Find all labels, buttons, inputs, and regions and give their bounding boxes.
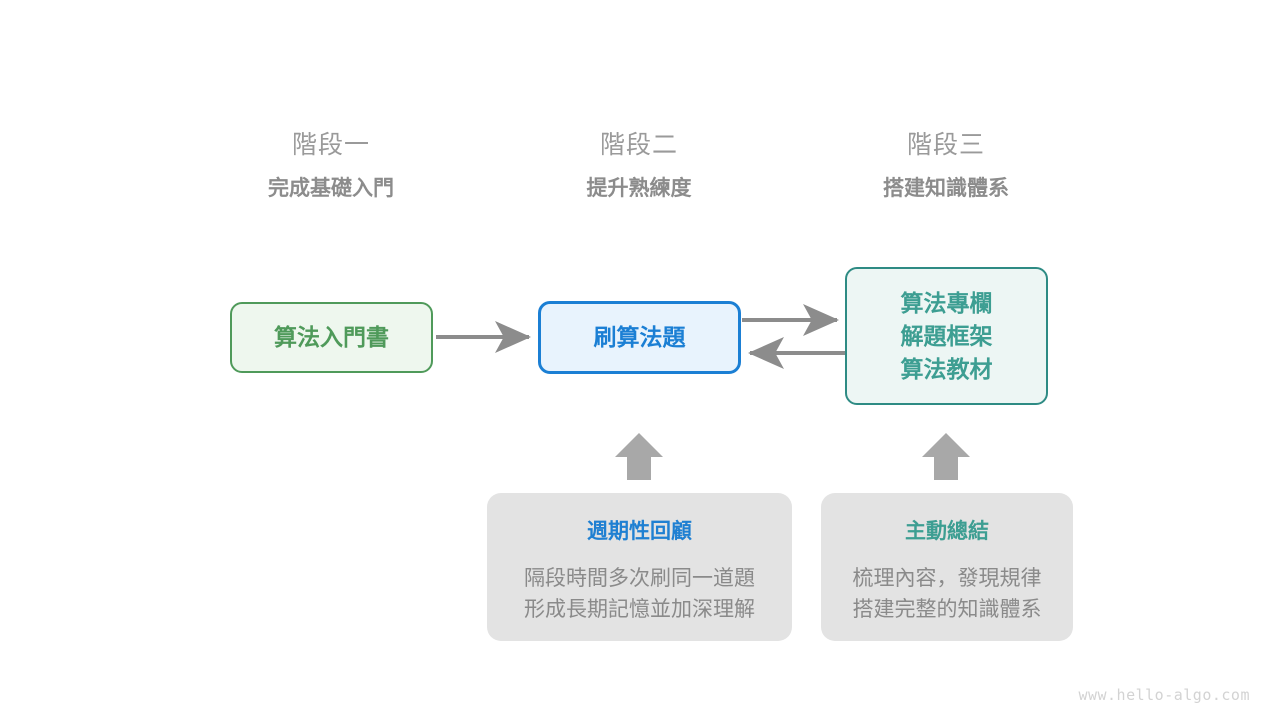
stage-header-2: 階段二 提升熟練度 (509, 128, 769, 204)
note-body-periodic-review: 隔段時間多次刷同一道題 形成長期記憶並加深理解 (524, 563, 755, 625)
box-knowledge-system-line-1: 算法專欄 (900, 289, 993, 316)
note-body-active-summary-line-1: 梳理內容，發現規律 (852, 567, 1042, 590)
stage-header-3: 階段三 搭建知識體系 (816, 128, 1076, 204)
stage-number-1: 階段一 (291, 131, 370, 159)
arrow-up-review (615, 433, 663, 480)
arrow-up-summary (922, 433, 970, 480)
stage-title-1: 完成基礎入門 (268, 177, 394, 200)
box-practice-problems[interactable]: 刷算法題 (538, 301, 741, 374)
note-title-active-summary: 主動總結 (905, 520, 989, 543)
box-entry-book[interactable]: 算法入門書 (230, 302, 433, 373)
box-entry-book-line-1: 算法入門書 (274, 324, 389, 350)
stage-header-1: 階段一 完成基礎入門 (201, 128, 461, 204)
box-knowledge-system-line-2: 解題框架 (900, 322, 993, 349)
stage-title-3: 搭建知識體系 (883, 177, 1009, 200)
note-card-periodic-review[interactable]: 週期性回顧 隔段時間多次刷同一道題 形成長期記憶並加深理解 (487, 493, 792, 641)
stage-number-2: 階段二 (599, 131, 678, 159)
box-knowledge-system[interactable]: 算法專欄 解題框架 算法教材 (845, 267, 1048, 405)
stage-title-2: 提升熟練度 (586, 177, 692, 200)
note-title-periodic-review: 週期性回顧 (587, 520, 692, 543)
note-body-periodic-review-line-1: 隔段時間多次刷同一道題 (524, 567, 755, 590)
watermark: www.hello-algo.com (1078, 686, 1250, 704)
note-body-active-summary-line-2: 搭建完整的知識體系 (852, 598, 1042, 621)
note-body-periodic-review-line-2: 形成長期記憶並加深理解 (524, 598, 755, 621)
box-practice-problems-line-1: 刷算法題 (593, 324, 686, 350)
note-card-active-summary[interactable]: 主動總結 梳理內容，發現規律 搭建完整的知識體系 (821, 493, 1073, 641)
note-body-active-summary: 梳理內容，發現規律 搭建完整的知識體系 (853, 563, 1042, 625)
stage-number-3: 階段三 (906, 131, 985, 159)
box-knowledge-system-line-3: 算法教材 (900, 355, 993, 382)
